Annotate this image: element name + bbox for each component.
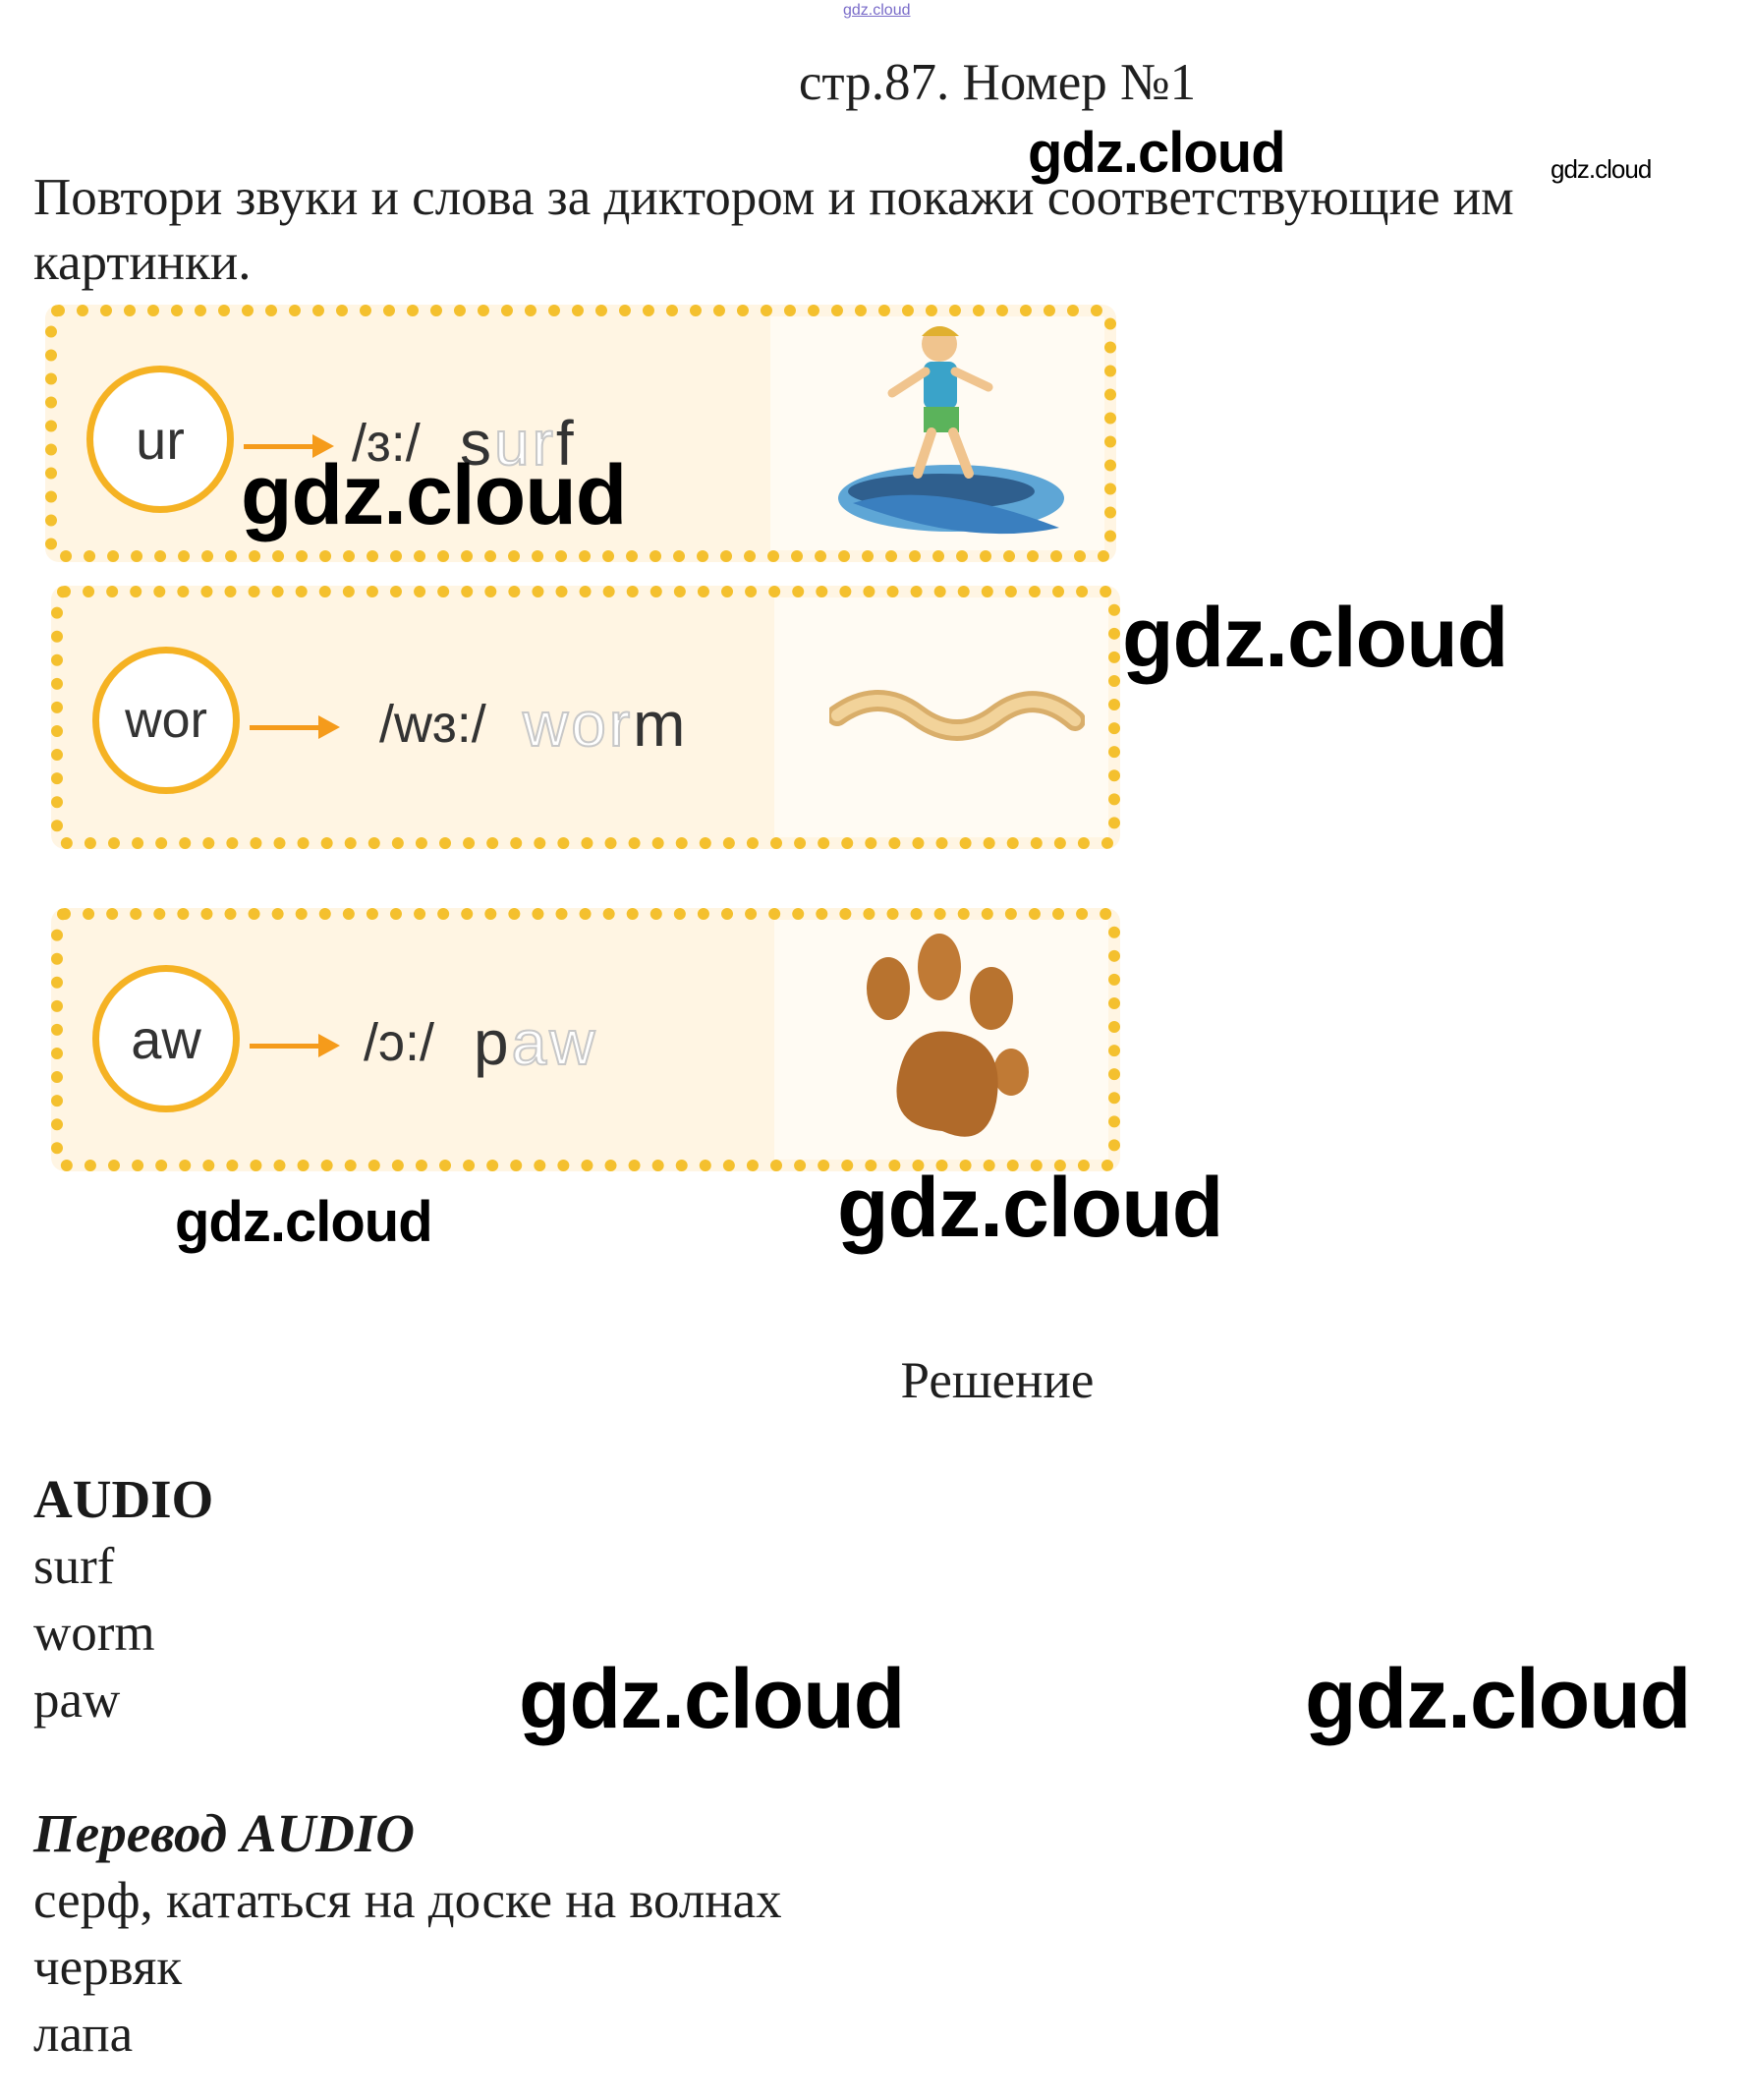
watermark-text: gdz.cloud [1028,121,1286,185]
word-end: f [555,408,577,479]
paw-print-icon [867,934,1029,1137]
example-word: worm [522,688,689,761]
watermark-text: gdz.cloud [175,1190,433,1254]
arrow-icon [250,715,340,739]
letters-circle: aw [92,965,240,1112]
phonics-card-aw: aw /ɔ:/ paw [51,908,1120,1171]
surfer-icon [838,326,1064,535]
example-word: surf [460,407,577,480]
phonetic-transcription: /wɜ:/ [379,695,486,754]
task-instruction: Повтори звуки и слова за диктором и пока… [33,169,1514,291]
translation-list: серф, кататься на доске на волнах червяк… [33,1867,782,2068]
list-item: paw [33,1672,121,1729]
page-title: стр.87. Номер №1 [798,54,1197,111]
watermark-text: gdz.cloud [519,1652,905,1746]
solution-heading: Решение [900,1352,1095,1409]
word-start: s [460,408,494,479]
watermark-text: gdz.cloud [1551,154,1652,184]
watermark-text: gdz.cloud [241,448,627,542]
watermark-text: gdz.cloud [837,1161,1223,1255]
audio-list: surf worm paw [33,1533,155,1733]
translation-heading: Перевод AUDIO [33,1803,416,1863]
list-item: surf [33,1538,115,1595]
word-end: m [633,689,689,760]
arrow-icon [244,434,334,458]
list-item: worm [33,1605,155,1662]
phonetic-transcription: /ɔ:/ [364,1013,435,1072]
phonics-card-ur: ur /ɜ:/ surf [45,305,1116,562]
audio-heading: AUDIO [33,1469,214,1529]
word-highlight: ur [493,407,556,480]
word-highlight: aw [511,1006,598,1079]
letters-circle: wor [92,647,240,794]
word-start: p [474,1007,512,1078]
phonetic-transcription: /ɜ:/ [352,414,421,473]
phonics-card-wor: wor /wɜ:/ worm [51,586,1120,849]
watermark-text: gdz.cloud [1122,591,1508,685]
worm-icon [829,690,1085,741]
arrow-icon [250,1034,340,1057]
list-item: червяк [33,1939,183,1996]
list-item: серф, кататься на доске на волнах [33,1872,782,1929]
watermark-text: gdz.cloud [1305,1652,1691,1746]
list-item: лапа [33,2006,134,2063]
letters-circle: ur [86,366,234,513]
word-highlight: wor [522,688,634,761]
example-word: paw [474,1006,597,1079]
top-watermark: gdz.cloud [843,2,911,19]
